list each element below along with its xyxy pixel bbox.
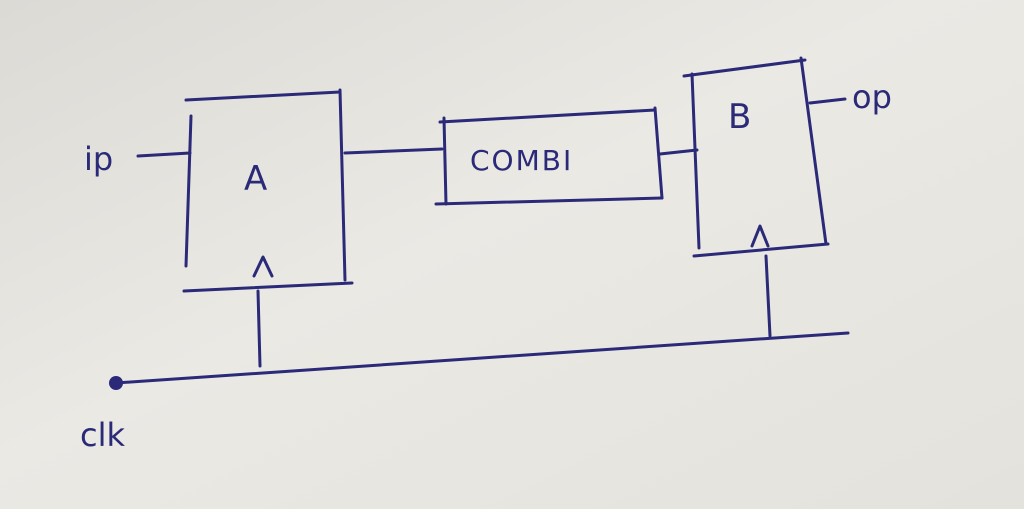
clock-tap-b — [764, 254, 772, 338]
wire-a-to-combi — [343, 147, 444, 155]
output-label: op — [852, 78, 892, 116]
register-b-clock-mark — [750, 224, 770, 248]
clock-label: clk — [80, 416, 125, 454]
output-wire — [808, 97, 847, 105]
register-b-label: B — [728, 97, 751, 137]
input-label: ip — [84, 140, 113, 178]
clock-tap-a — [256, 289, 262, 368]
wire-combi-to-b — [658, 148, 699, 156]
register-a-clock-mark — [252, 255, 274, 278]
input-wire — [136, 151, 192, 158]
combi-block: COMBI — [434, 106, 664, 206]
register-a: A — [182, 88, 354, 293]
combi-label: COMBI — [470, 144, 573, 177]
clock-line — [114, 331, 850, 385]
register-a-label: A — [244, 159, 267, 199]
register-b: B — [682, 56, 830, 258]
